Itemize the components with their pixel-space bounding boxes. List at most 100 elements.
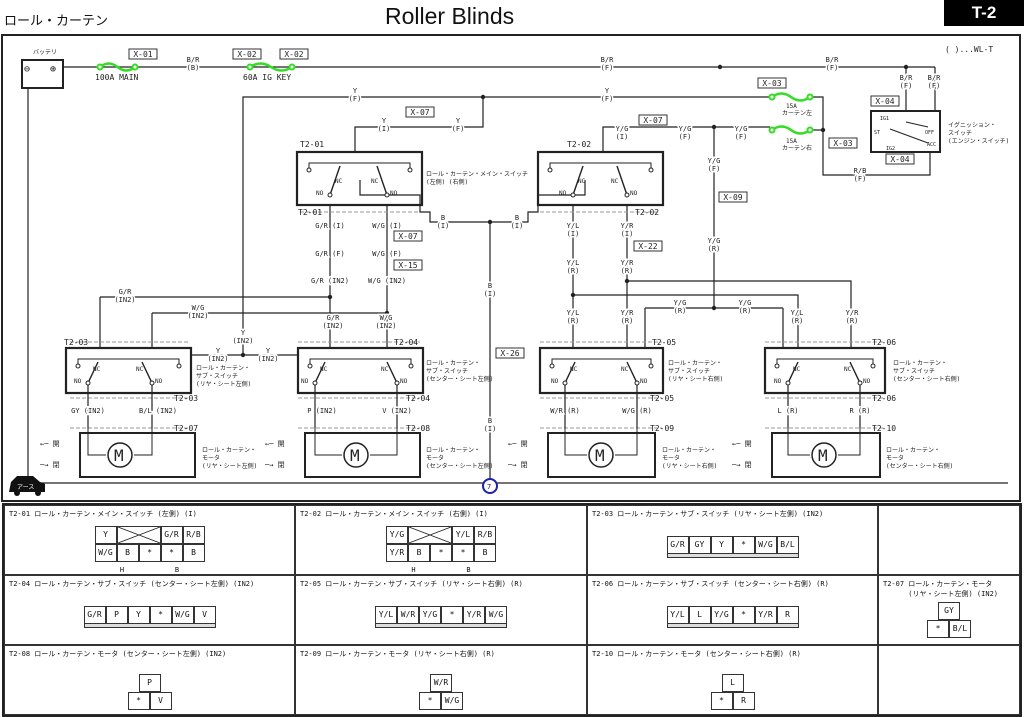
ignition-position: ST <box>874 130 880 136</box>
switch-contact <box>149 380 155 386</box>
wire <box>370 428 398 456</box>
connector-tag: X-07 <box>405 106 435 118</box>
motor-symbol: M <box>350 446 360 465</box>
no-label: NO <box>316 190 324 197</box>
pin: * <box>430 544 452 562</box>
connector-tag-box <box>828 137 858 149</box>
wire-color-label: B/R <box>601 56 614 64</box>
wire-color-label: Y/R <box>621 259 634 267</box>
connector-lock <box>666 624 799 628</box>
connector-tag: X-04 <box>870 95 900 107</box>
wire-circuit-label: (F) <box>601 95 614 103</box>
connector-title: T2-02 ロール・カーテン・メイン・スイッチ (右側) (I) <box>300 510 488 518</box>
terminal-tag: T2-09 <box>650 424 674 433</box>
battery-minus-icon: ⊖ <box>24 64 30 75</box>
open-arrow: ←─ 開 <box>508 440 528 448</box>
motor-symbol: M <box>595 446 605 465</box>
wire-color-label: Y/R <box>621 222 634 230</box>
switch-blade <box>376 165 388 196</box>
no-label: NO <box>774 378 782 385</box>
switches: NCNONCNONCNONCNONCNONCNONCNONCNONCNONCNO… <box>64 150 887 395</box>
connector-tag-label: X-04 <box>890 155 909 164</box>
motor-box <box>547 432 656 478</box>
wires <box>27 64 1008 484</box>
ignition-position: IG2 <box>886 146 895 152</box>
terminal-tag: T2-06 <box>872 394 896 403</box>
pin: Y/L <box>666 606 689 624</box>
wire-circuit-label: (I) <box>484 425 497 433</box>
terminal-tag: T2-05 <box>652 338 676 347</box>
connector-cell <box>878 505 1020 575</box>
switch-blade <box>616 165 628 196</box>
wire-label: L (R) <box>777 407 798 415</box>
pin: W/G <box>171 606 194 624</box>
wire-circuit-label: (I) <box>616 133 629 141</box>
ignition-position: OFF <box>925 130 934 136</box>
component-label: ロール・カーテン・ <box>662 447 716 454</box>
component-label: モータ <box>886 454 904 462</box>
wire-circuit-label: (IN2) <box>114 296 135 304</box>
fuse-name: カーテン左 <box>782 109 812 117</box>
terminal-tag: T2-10 <box>872 424 896 433</box>
no-label: NO <box>74 378 82 385</box>
connector-tag: X-15 <box>393 259 423 271</box>
ground-icon: アース <box>9 476 45 496</box>
connector-tag-label: X-02 <box>284 50 303 59</box>
connector-cell: T2-09 ロール・カーテン・モータ (リヤ・シート右側) (R)W/R*W/G <box>295 645 587 715</box>
pin: R <box>732 692 755 710</box>
nc-label: NC <box>320 366 328 373</box>
wire-circuit-label: (F) <box>735 133 748 141</box>
component-label: ロール・カーテン・ <box>886 447 940 454</box>
component-label: サブ・スイッチ <box>196 372 238 380</box>
connector-tag: X-03 <box>757 77 787 89</box>
switch-blade <box>314 361 326 384</box>
connector-cell: T2-03 ロール・カーテン・サブ・スイッチ (リヤ・シート左側) (IN2)G… <box>587 505 878 575</box>
wire-label: GY (IN2) <box>71 407 105 415</box>
wire-color-label: Y/G <box>739 299 752 307</box>
wire-color-label: Y/G <box>616 125 629 133</box>
switch-blade <box>386 361 398 384</box>
motor-box <box>304 432 421 478</box>
wire-circuit-label: (F) <box>826 64 839 72</box>
component-label: サブ・スイッチ <box>893 367 935 375</box>
no-contact <box>75 363 81 369</box>
connector-note: B <box>466 566 471 574</box>
open-arrow: ←─ 開 <box>40 440 60 448</box>
wire-color-label: W/G <box>380 314 393 322</box>
connector-tag-label: X-02 <box>237 50 256 59</box>
pin: W/R <box>397 606 419 624</box>
connector-tag: X-04 <box>885 153 915 165</box>
switch-bus <box>308 162 411 168</box>
no-label: NO <box>559 190 567 197</box>
connector-tag: X-26 <box>495 347 525 359</box>
wire-circuit-label: (I) <box>378 125 391 133</box>
motor: M←─ 開─→ 閉 <box>731 428 881 478</box>
switch-contact <box>785 380 791 386</box>
wire-color-label: Y/R <box>621 309 634 317</box>
connector-tag-label: X-22 <box>638 242 657 251</box>
wire-color-label: Y/L <box>567 259 580 267</box>
nc-label: NC <box>793 366 801 373</box>
wire-color-label: B/R <box>187 56 200 64</box>
connector-tag-box <box>405 106 435 118</box>
fuse-icon <box>771 92 811 102</box>
battery-label: バッテリ <box>33 49 57 56</box>
fuse-terminal <box>806 126 814 134</box>
connector-tag-label: X-03 <box>762 79 781 88</box>
connector-tag: X-02 <box>279 48 309 60</box>
switch-contact <box>624 192 630 198</box>
connector-title: T2-07 ロール・カーテン・モータ (リヤ・シート左側) (IN2) <box>883 580 999 598</box>
wire-circuit-label: (B) <box>187 64 200 72</box>
fuse-name: カーテン右 <box>782 144 812 152</box>
pin: B <box>474 544 496 562</box>
switch-contact <box>312 380 318 386</box>
motor: M←─ 開─→ 閉 <box>39 428 196 478</box>
connector-title: T2-01 ロール・カーテン・メイン・スイッチ (左側) (I) <box>9 510 197 518</box>
wire-label: P (IN2) <box>307 407 337 415</box>
